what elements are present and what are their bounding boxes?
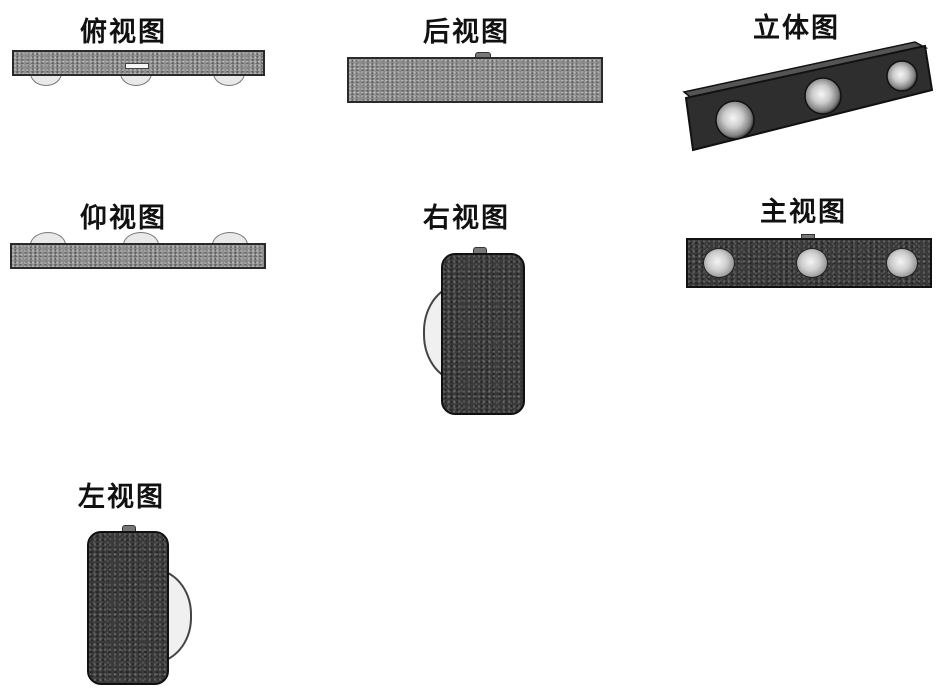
front-view-lens-left: [703, 248, 735, 278]
rear-view-bar: [347, 57, 603, 103]
front-view-lens-right: [886, 248, 918, 278]
front-view-knob: [801, 234, 815, 240]
top-view-label: 俯视图: [80, 17, 167, 48]
perspective-lens-center: [804, 77, 842, 115]
front-view-lens-center: [796, 248, 828, 278]
top-view-slot: [125, 63, 149, 69]
perspective-view-label: 立体图: [753, 13, 840, 44]
perspective-lens-left: [715, 100, 755, 140]
right-view-label: 右视图: [423, 203, 510, 234]
rear-view-knob: [475, 52, 491, 59]
perspective-lens-right: [886, 60, 918, 92]
left-view-body: [87, 531, 169, 685]
bottom-view-bar: [10, 243, 266, 269]
bottom-view-label: 仰视图: [80, 203, 167, 234]
front-view-label: 主视图: [760, 197, 847, 228]
right-view-body: [441, 253, 525, 415]
left-view-label: 左视图: [78, 482, 165, 513]
rear-view-label: 后视图: [423, 17, 510, 48]
